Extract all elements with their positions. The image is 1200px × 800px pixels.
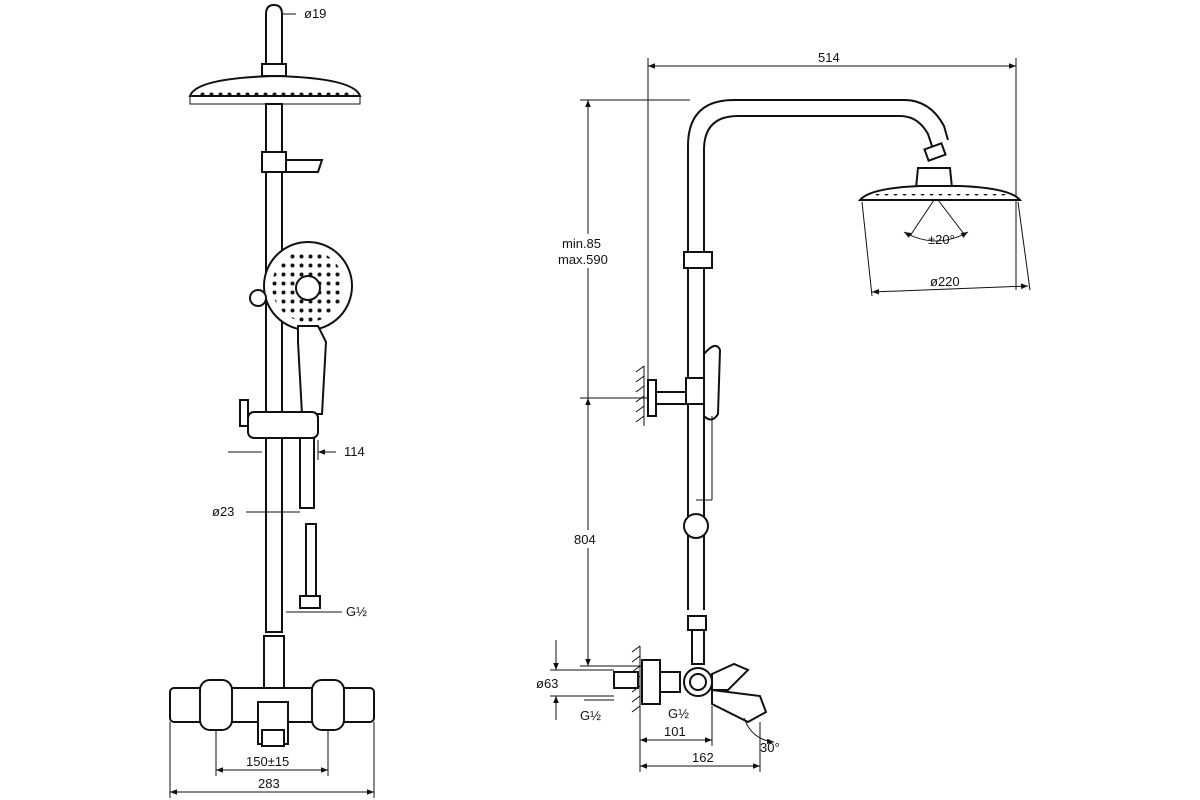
arm-nut xyxy=(261,63,287,77)
dim-spout-angle: 30° xyxy=(760,740,780,755)
slider-knob xyxy=(239,399,249,427)
head-nozzles xyxy=(196,90,354,98)
shower-arm xyxy=(265,3,283,72)
dim-thread-hose: G½ xyxy=(346,604,367,619)
hose xyxy=(299,437,315,509)
side-upper-bracket xyxy=(683,251,713,269)
dim-height-min: min.85 xyxy=(562,236,601,251)
wall-hatch-upper xyxy=(635,365,645,423)
dim-bar-height: 804 xyxy=(574,532,596,547)
hose-lower xyxy=(305,523,317,599)
upper-bracket xyxy=(261,151,287,173)
side-view: 514 ±20° ø220 min.85 max.590 xyxy=(536,50,1031,772)
cover-plate xyxy=(641,659,661,705)
dim-height-max: max.590 xyxy=(558,252,608,267)
dim-pipe-diameter: ø23 xyxy=(212,504,234,519)
slider xyxy=(247,411,319,439)
dim-handle-length: 114 xyxy=(344,444,365,459)
main-pipe xyxy=(265,103,283,633)
front-view: ø19 114 ø23 G½ 150±15 283 xyxy=(169,3,375,798)
riser-outer xyxy=(687,99,949,610)
side-knob xyxy=(711,662,750,691)
lower-pipe xyxy=(263,635,285,689)
dim-total-width: 283 xyxy=(258,776,280,791)
side-hose-loop xyxy=(683,513,709,539)
right-knob xyxy=(311,679,345,731)
wall-arm xyxy=(655,391,687,405)
dim-head-diameter: ø220 xyxy=(930,274,960,289)
dim-wall-to-center: 101 xyxy=(664,724,686,739)
dim-inlet-spacing: 150±15 xyxy=(246,754,289,769)
dim-tilt: ±20° xyxy=(928,232,955,247)
shelf xyxy=(286,159,324,173)
dim-arm-diameter: ø19 xyxy=(304,6,326,21)
dim-wall-to-spout: 162 xyxy=(692,750,714,765)
shower-holder xyxy=(249,289,267,307)
hose-nut xyxy=(299,595,321,609)
side-spout xyxy=(711,688,768,724)
riser-inner xyxy=(703,115,933,610)
dim-arm-reach: 514 xyxy=(818,50,840,65)
hand-shower-handle xyxy=(297,325,328,415)
dim-thread-inlet: G½ xyxy=(580,708,601,723)
wall-plate xyxy=(647,379,657,417)
side-hand-shower xyxy=(703,344,722,421)
eccentric xyxy=(613,671,639,689)
spout-tip xyxy=(261,729,285,747)
left-knob xyxy=(199,679,233,731)
dim-eccentric-diameter: ø63 xyxy=(536,676,558,691)
dim-thread-outlet: G½ xyxy=(668,706,689,721)
